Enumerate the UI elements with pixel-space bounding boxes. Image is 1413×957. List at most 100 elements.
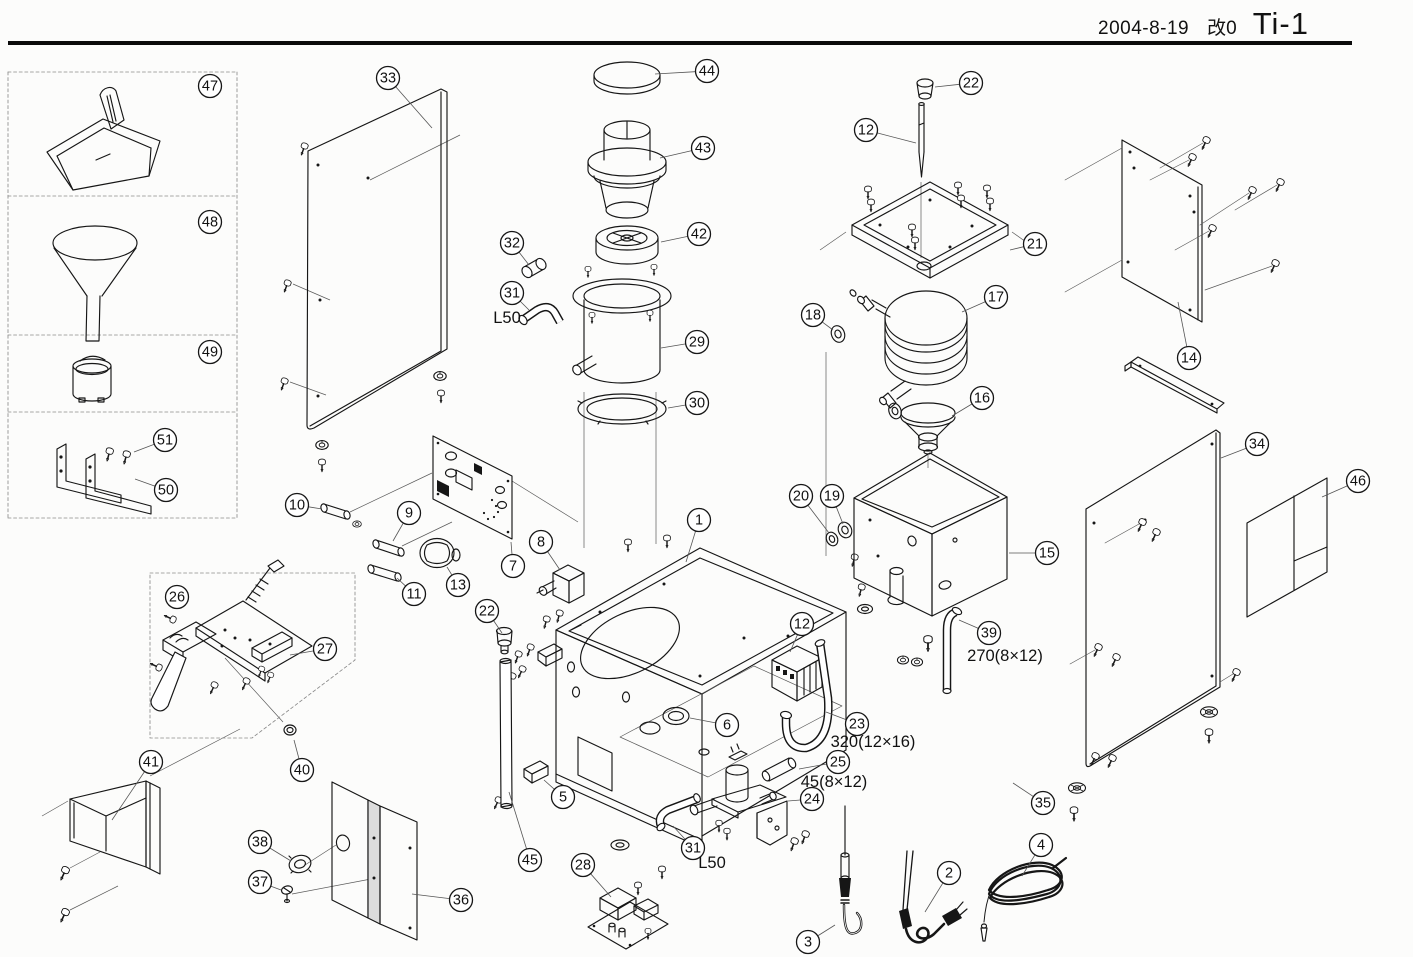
part-11-standoff	[367, 564, 402, 582]
svg-text:27: 27	[317, 642, 333, 658]
callout-17: 17	[983, 284, 1009, 310]
part-4-coiled-cable	[980, 856, 1068, 942]
svg-text:17: 17	[988, 290, 1004, 306]
part-21-top-frame	[851, 181, 1009, 279]
svg-text:23: 23	[849, 717, 865, 733]
leader-line-34	[1220, 447, 1247, 459]
part-19-20-washers	[825, 521, 853, 547]
callout-5: 5	[550, 784, 576, 810]
callout-38: 38	[247, 829, 273, 855]
callout-47: 47	[197, 73, 223, 99]
dim-label: L50	[698, 854, 726, 872]
part-44-lid	[593, 61, 661, 95]
part-41-chute	[56, 780, 161, 925]
svg-text:39: 39	[981, 626, 997, 642]
svg-text:37: 37	[252, 875, 268, 891]
callout-49: 49	[197, 339, 223, 365]
svg-text:40: 40	[294, 763, 310, 779]
leader-line-27	[289, 650, 314, 656]
leader-line-17	[961, 301, 986, 313]
part-10-standoff	[320, 503, 362, 528]
svg-text:10: 10	[289, 498, 305, 514]
leader-line-36	[411, 893, 450, 899]
leader-line-18	[821, 321, 834, 331]
svg-text:45: 45	[522, 853, 538, 869]
part-51-screws	[102, 446, 132, 466]
leader-line-29	[660, 343, 686, 349]
svg-text:18: 18	[805, 308, 821, 324]
part-22-cap-top	[916, 78, 934, 100]
callout-3: 3	[795, 929, 821, 955]
leader-line-31	[519, 300, 530, 311]
leader-line-6	[689, 717, 716, 724]
svg-text:48: 48	[202, 215, 218, 231]
dim-label: 45(8×12)	[801, 773, 868, 791]
svg-text:22: 22	[963, 76, 979, 92]
svg-text:12: 12	[794, 617, 810, 633]
svg-text:14: 14	[1181, 351, 1197, 367]
part-26-lever-assembly	[148, 559, 356, 739]
part-6-grommet	[662, 706, 690, 726]
part-12-rod	[918, 102, 925, 178]
callout-42: 42	[686, 221, 712, 247]
svg-text:38: 38	[252, 835, 268, 851]
svg-text:15: 15	[1039, 546, 1055, 562]
callout-41: 41	[138, 749, 164, 775]
svg-text:19: 19	[824, 489, 840, 505]
svg-text:41: 41	[143, 755, 159, 771]
callout-27: 27	[312, 636, 338, 662]
callout-28: 28	[570, 852, 596, 878]
part-23-u-tube	[779, 639, 833, 753]
callout-8: 8	[528, 529, 554, 555]
svg-text:31: 31	[504, 286, 520, 302]
part-31-elbow-lower	[655, 793, 701, 832]
svg-text:36: 36	[453, 893, 469, 909]
dim-label: L50	[493, 309, 521, 327]
leader-line-37	[270, 885, 282, 891]
callout-45: 45	[517, 847, 543, 873]
callout-34: 34	[1244, 431, 1270, 457]
part-39-drain-tube	[942, 606, 963, 695]
part-40-nut	[283, 724, 297, 736]
svg-text:2: 2	[945, 866, 953, 882]
leader-line-3	[817, 924, 836, 937]
leader-line-51	[133, 443, 155, 453]
title-block: 2004-8-19 改0 Ti-1	[1098, 6, 1309, 42]
callout-2: 2	[936, 860, 962, 886]
part-22-cap-mid	[495, 626, 513, 655]
leader-line-50	[134, 478, 156, 487]
dim-label: 270(8×12)	[967, 647, 1043, 665]
svg-text:33: 33	[380, 71, 396, 87]
accessory-box-border	[7, 71, 238, 519]
svg-text:9: 9	[405, 506, 413, 522]
callout-16: 16	[969, 385, 995, 411]
svg-text:1: 1	[695, 513, 703, 529]
leader-line-9	[392, 522, 404, 542]
svg-text:20: 20	[793, 489, 809, 505]
part-14-rear-panel	[1064, 134, 1286, 414]
svg-text:44: 44	[699, 64, 715, 80]
leader-line-43	[659, 150, 692, 159]
svg-text:46: 46	[1350, 474, 1366, 490]
svg-text:8: 8	[537, 535, 545, 551]
leader-line-38	[269, 847, 292, 862]
callout-18: 18	[800, 302, 826, 328]
callout-10: 10	[284, 492, 310, 518]
callout-7: 7	[500, 553, 526, 579]
callout-19: 19	[819, 483, 845, 509]
part-45-overflow-pipe	[499, 657, 513, 810]
callout-29: 29	[684, 329, 710, 355]
part-7-control-board	[432, 435, 513, 540]
svg-text:42: 42	[691, 227, 707, 243]
part-31-elbow-upper	[518, 302, 564, 326]
part-16-drain-bowl	[900, 402, 956, 455]
leader-line-12	[876, 132, 917, 144]
part-25-hose	[761, 757, 797, 782]
part-50-brackets	[56, 443, 152, 515]
leader-line-32	[518, 251, 530, 266]
leader-line-28	[590, 873, 612, 898]
callout-36: 36	[448, 887, 474, 913]
callout-23: 23	[844, 711, 870, 737]
